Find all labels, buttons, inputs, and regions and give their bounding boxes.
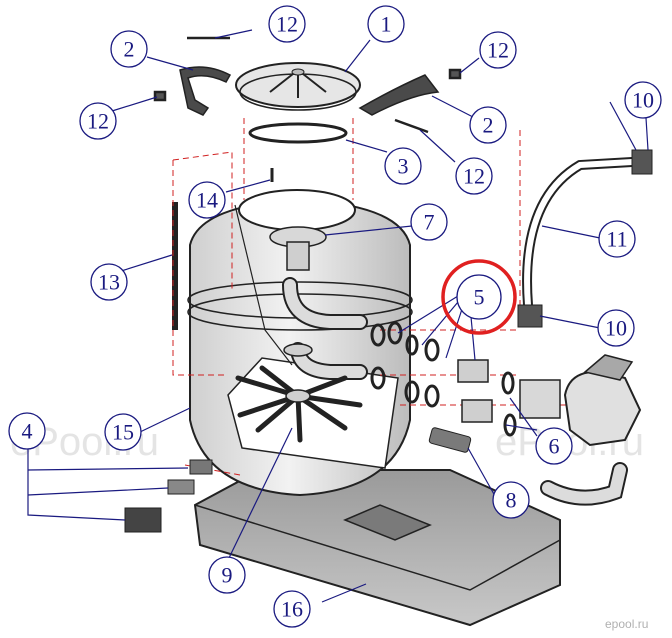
callouts xyxy=(8,5,662,628)
internal-elbows xyxy=(282,277,368,380)
callout-13-circle xyxy=(90,263,128,301)
callout-12d-circle xyxy=(455,157,493,195)
base-stand xyxy=(193,469,561,627)
tank-lid xyxy=(235,62,361,111)
backwash-hose xyxy=(517,149,653,328)
callout-1-circle xyxy=(367,5,405,43)
callout-10a-circle xyxy=(624,81,662,119)
callout-4-circle xyxy=(8,412,46,450)
callout-16: 16 xyxy=(281,597,303,622)
callout-14-circle xyxy=(188,181,226,219)
callout-14: 14 xyxy=(196,188,218,213)
drain-assembly xyxy=(124,459,213,533)
callout-5: 5 xyxy=(474,285,485,310)
brand-mark: epool.ru xyxy=(605,617,648,631)
callout-12b: 12 xyxy=(487,38,509,63)
callout-12c-circle xyxy=(79,102,117,140)
callout-12a-circle xyxy=(268,5,306,43)
bolts xyxy=(153,36,462,134)
callout-12b-circle xyxy=(479,31,517,69)
drain-plug xyxy=(428,427,472,453)
multiport-valve xyxy=(519,354,642,506)
callout-11-circle xyxy=(598,220,636,258)
callout-9: 9 xyxy=(222,563,233,588)
callout-12d: 12 xyxy=(463,164,485,189)
lateral-collector xyxy=(235,365,363,443)
callout-12c: 12 xyxy=(87,109,109,134)
callout-labels: 1 2 2 3 4 5 6 7 8 9 10 10 11 12 12 12 12… xyxy=(22,12,655,622)
callout-4: 4 xyxy=(22,419,33,444)
callout-10a: 10 xyxy=(632,88,654,113)
callout-2b: 2 xyxy=(483,113,494,138)
highlight-ring xyxy=(441,259,517,335)
clamp-halves xyxy=(179,66,440,116)
callout-8-circle xyxy=(492,481,530,519)
callout-2a-circle xyxy=(110,30,148,68)
callout-2a: 2 xyxy=(124,37,135,62)
gaskets-and-unions xyxy=(370,321,517,437)
callout-12a: 12 xyxy=(276,12,298,37)
callout-13: 13 xyxy=(98,270,120,295)
callout-15: 15 xyxy=(112,420,134,445)
callout-7-circle xyxy=(410,203,448,241)
callout-11: 11 xyxy=(606,227,627,252)
callout-6-circle xyxy=(535,427,573,465)
callout-10b-circle xyxy=(597,309,635,347)
callout-3: 3 xyxy=(398,154,409,179)
callout-16-circle xyxy=(273,590,311,628)
callout-1: 1 xyxy=(381,12,392,37)
callout-6: 6 xyxy=(549,434,560,459)
top-diffuser xyxy=(269,226,327,271)
callout-9-circle xyxy=(208,556,246,594)
callout-3-circle xyxy=(384,147,422,185)
callout-15-circle xyxy=(104,413,142,451)
callout-7: 7 xyxy=(424,210,435,235)
callout-2b-circle xyxy=(469,106,507,144)
lid-o-ring xyxy=(248,122,348,144)
callout-10b: 10 xyxy=(605,316,627,341)
callout-8: 8 xyxy=(506,488,517,513)
leader-lines xyxy=(27,29,649,603)
callout-5-circle xyxy=(456,274,502,320)
